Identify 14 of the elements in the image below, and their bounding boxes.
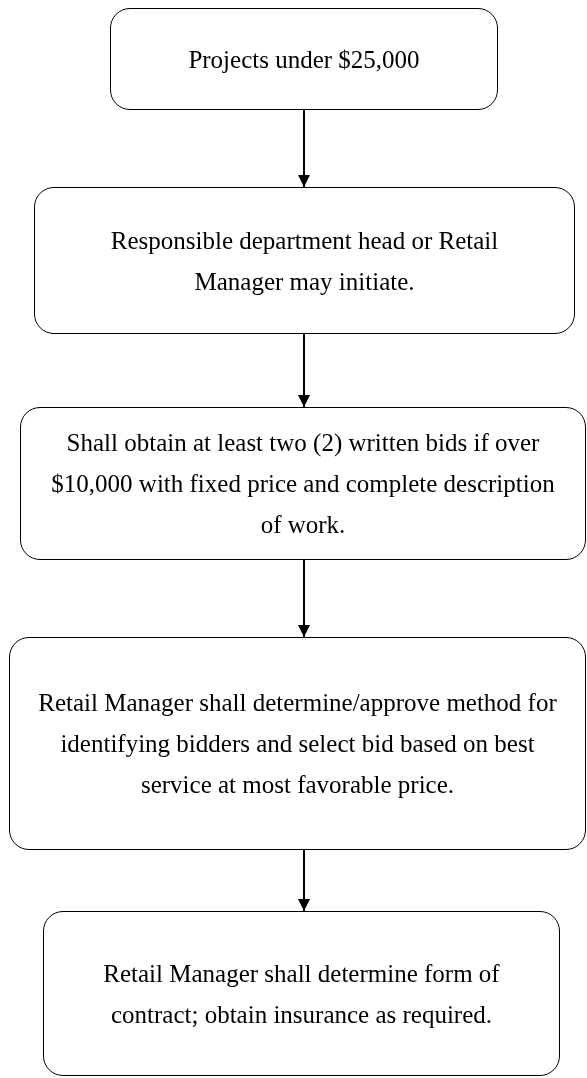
box-text: Shall obtain at least two (2) written bids if over $10,000 with fixed price and complete description of work.	[51, 428, 555, 540]
box-text: Retail Manager shall determine form of contract; obtain insurance as required.	[102, 958, 501, 1030]
box-text: Responsible department head or Retail Manager may initiate.	[109, 225, 500, 297]
arrow	[298, 849, 310, 912]
arrow	[298, 559, 310, 638]
process-box	[9, 637, 586, 850]
process-box	[110, 8, 498, 110]
box-text: Projects under $25,000	[188, 44, 420, 75]
arrow	[298, 109, 310, 188]
process-box	[20, 407, 586, 560]
process-box	[43, 911, 560, 1076]
process-box	[34, 187, 575, 334]
box-text: Retail Manager shall determine/approve method for identifying bidders and select bid based on best service at most favorable price.	[37, 688, 558, 800]
arrow	[298, 333, 310, 408]
